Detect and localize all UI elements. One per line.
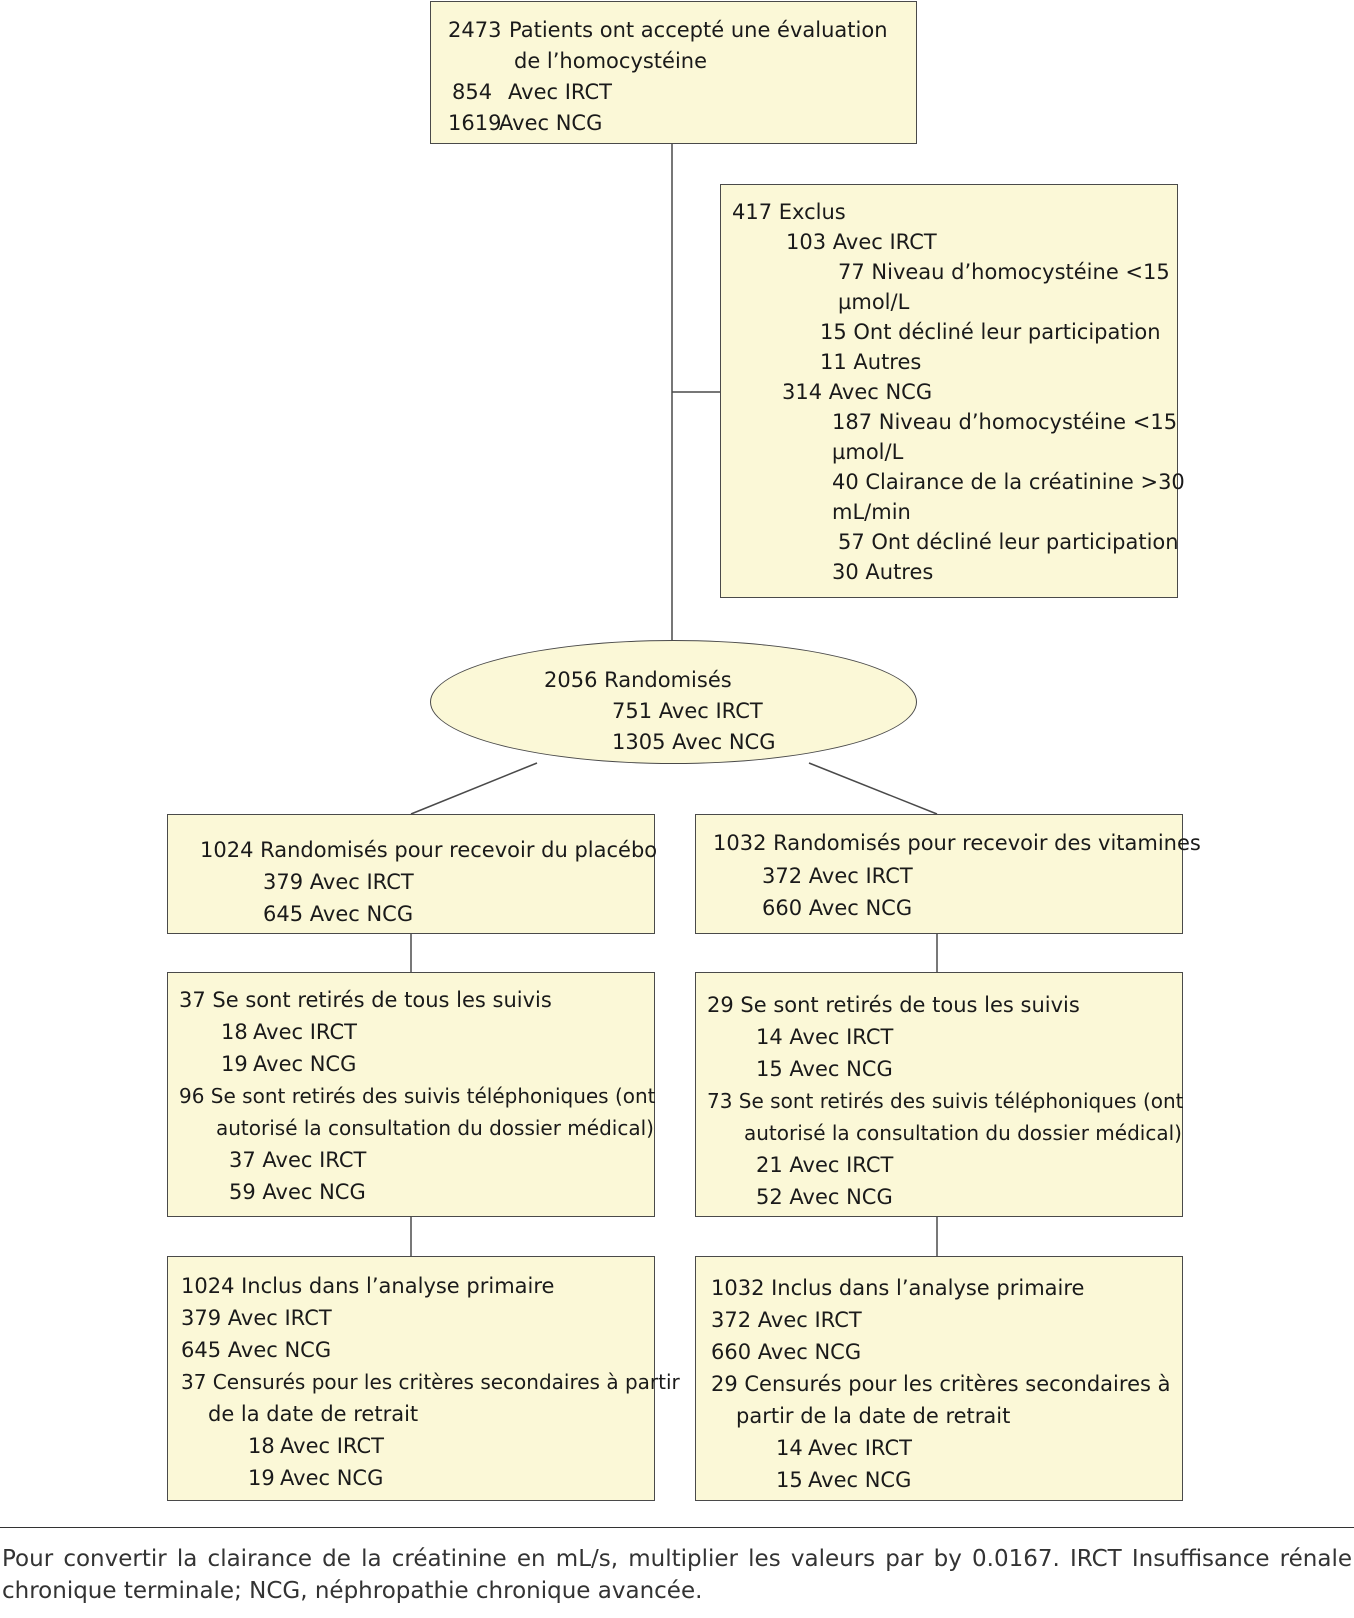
vitamin-analysis-irct: 372 Avec IRCT <box>711 1308 862 1332</box>
placebo-ncg: 645 Avec NCG <box>263 902 414 926</box>
placebo-analysis-censored-cont: de la date de retrait <box>208 1402 419 1426</box>
vitamin-withdrawn-phone-cont: autorisé la consultation du dossier médi… <box>744 1121 1182 1145</box>
vitamin-analysis-censored-irct-label: Avec IRCT <box>808 1436 912 1460</box>
vitamin-withdrawn-box: 29 Se sont retirés de tous les suivis 14… <box>695 972 1184 1217</box>
excluded-irct-other: 11 Autres <box>820 350 922 374</box>
vitamin-withdrawn-all-ncg: 15 Avec NCG <box>756 1057 893 1081</box>
placebo-analysis-box: 1024 Inclus dans l’analyse primaire 379 … <box>167 1256 680 1501</box>
enrolled-label-cont: de l’homocystéine <box>514 49 708 73</box>
placebo-title: 1024 Randomisés pour recevoir du placébo <box>200 838 658 862</box>
placebo-withdrawn-all-ncg-count: 19 <box>221 1052 248 1076</box>
vitamin-title: 1032 Randomisés pour recevoir des vitami… <box>713 831 1201 855</box>
enrolled-irct-count: 854 <box>452 80 493 104</box>
enrolled-ncg-label: Avec NCG <box>499 111 603 135</box>
placebo-analysis-irct: 379 Avec IRCT <box>181 1306 332 1330</box>
connector-ellipse-to-placebo <box>410 762 538 815</box>
randomized-irct: 751 Avec IRCT <box>612 699 763 723</box>
placebo-withdrawn-phone-ncg: 59 Avec NCG <box>229 1180 366 1204</box>
vitamin-withdrawn-all: 29 Se sont retirés de tous les suivis <box>707 993 1080 1017</box>
vitamin-irct: 372 Avec IRCT <box>762 864 913 888</box>
placebo-withdrawn-phone-cont: autorisé la consultation du dossier médi… <box>216 1116 654 1140</box>
vitamin-analysis-censored-ncg-count: 15 <box>776 1468 803 1492</box>
excluded-irct-declined: 15 Ont décliné leur participation <box>820 320 1161 344</box>
vitamin-analysis-ncg: 660 Avec NCG <box>711 1340 862 1364</box>
vitamin-arm-box: 1032 Randomisés pour recevoir des vitami… <box>695 814 1201 934</box>
excluded-ncg-other: 30 Autres <box>832 560 934 584</box>
enrolled-ncg-count: 1619 <box>448 111 502 135</box>
vitamin-analysis-included: 1032 Inclus dans l’analyse primaire <box>711 1276 1085 1300</box>
placebo-withdrawn-phone-irct: 37 Avec IRCT <box>229 1148 367 1172</box>
vitamin-analysis-censored-ncg-label: Avec NCG <box>808 1468 912 1492</box>
placebo-arm-box: 1024 Randomisés pour recevoir du placébo… <box>167 814 658 934</box>
footnote-divider <box>0 1527 1354 1528</box>
excluded-ncg-creat-unit: mL/min <box>832 500 911 524</box>
vitamin-withdrawn-all-irct: 14 Avec IRCT <box>756 1025 894 1049</box>
connector-ellipse-to-vitamin <box>808 762 938 815</box>
placebo-withdrawn-all-irct-label: Avec IRCT <box>253 1020 357 1044</box>
placebo-analysis-censored-irct-label: Avec IRCT <box>280 1434 384 1458</box>
placebo-analysis-ncg: 645 Avec NCG <box>181 1338 332 1362</box>
placebo-withdrawn-box: 37 Se sont retirés de tous les suivis 18… <box>167 972 656 1217</box>
placebo-analysis-censored: 37 Censurés pour les critères secondaire… <box>181 1370 680 1394</box>
excluded-ncg-hcy-unit: µmol/L <box>832 440 904 464</box>
vitamin-withdrawn-phone: 73 Se sont retirés des suivis téléphoniq… <box>707 1089 1184 1113</box>
excluded-ncg-hcy: 187 Niveau d’homocystéine <15 <box>832 410 1178 434</box>
placebo-analysis-included: 1024 Inclus dans l’analyse primaire <box>181 1274 555 1298</box>
randomized-ncg: 1305 Avec NCG <box>612 730 776 754</box>
excluded-title: 417 Exclus <box>732 200 846 224</box>
excluded-irct: 103 Avec IRCT <box>786 230 937 254</box>
placebo-analysis-censored-ncg-count: 19 <box>248 1466 275 1490</box>
excluded-ncg-creat: 40 Clairance de la créatinine >30 <box>832 470 1185 494</box>
vitamin-analysis-censored: 29 Censurés pour les critères secondaire… <box>711 1372 1171 1396</box>
placebo-withdrawn-all: 37 Se sont retirés de tous les suivis <box>179 988 552 1012</box>
randomized-ellipse: 2056 Randomisés 751 Avec IRCT 1305 Avec … <box>430 640 917 764</box>
placebo-withdrawn-all-irct-count: 18 <box>221 1020 248 1044</box>
placebo-withdrawn-all-ncg-label: Avec NCG <box>253 1052 357 1076</box>
enrolled-count: 2473 <box>448 18 502 42</box>
excluded-box: 417 Exclus 103 Avec IRCT 77 Niveau d’hom… <box>720 184 1185 598</box>
placebo-irct: 379 Avec IRCT <box>263 870 414 894</box>
excluded-irct-hcy-unit: µmol/L <box>838 290 910 314</box>
footnote: Pour convertir la clairance de la créati… <box>2 1546 1352 1604</box>
enrolled-irct-label: Avec IRCT <box>508 80 612 104</box>
placebo-analysis-censored-irct-count: 18 <box>248 1434 275 1458</box>
placebo-withdrawn-phone: 96 Se sont retirés des suivis téléphoniq… <box>179 1084 656 1108</box>
vitamin-analysis-box: 1032 Inclus dans l’analyse primaire 372 … <box>695 1256 1183 1501</box>
excluded-irct-hcy: 77 Niveau d’homocystéine <15 <box>838 260 1170 284</box>
placebo-analysis-censored-ncg-label: Avec NCG <box>280 1466 384 1490</box>
enrolled-box: 2473 Patients ont accepté une évaluation… <box>430 1 917 144</box>
excluded-ncg: 314 Avec NCG <box>782 380 933 404</box>
vitamin-ncg: 660 Avec NCG <box>762 896 913 920</box>
enrolled-label: Patients ont accepté une évaluation <box>509 18 888 42</box>
vitamin-analysis-censored-irct-count: 14 <box>776 1436 803 1460</box>
randomized-title: 2056 Randomisés <box>544 668 732 692</box>
vitamin-withdrawn-phone-ncg: 52 Avec NCG <box>756 1185 893 1209</box>
vitamin-withdrawn-phone-irct: 21 Avec IRCT <box>756 1153 894 1177</box>
vitamin-analysis-censored-cont: partir de la date de retrait <box>736 1404 1011 1428</box>
excluded-ncg-declined: 57 Ont décliné leur participation <box>838 530 1179 554</box>
